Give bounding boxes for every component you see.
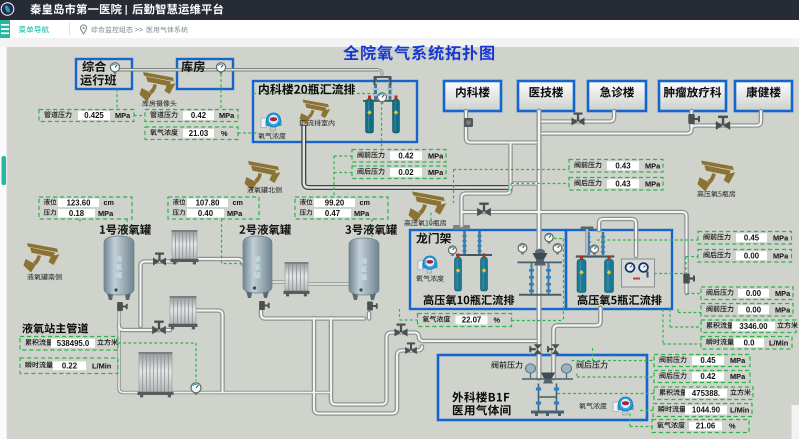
svg-text:538495.0: 538495.0 [57, 339, 90, 348]
svg-text:0.42: 0.42 [398, 151, 414, 160]
svg-text:0.22: 0.22 [62, 361, 78, 370]
svg-text:L/Min: L/Min [769, 338, 789, 347]
svg-text:MPa: MPa [428, 151, 444, 160]
svg-text:MPa: MPa [115, 111, 131, 120]
svg-text:0.45: 0.45 [744, 233, 760, 242]
svg-text:0.00: 0.00 [744, 251, 760, 260]
svg-text:0.18: 0.18 [69, 209, 85, 218]
svg-text:0.42: 0.42 [191, 111, 207, 120]
svg-text:0.00: 0.00 [746, 289, 762, 298]
svg-text:MPa: MPa [730, 372, 746, 381]
svg-text:0.425: 0.425 [84, 111, 104, 120]
svg-text:99.20: 99.20 [325, 198, 345, 207]
svg-text:0.43: 0.43 [615, 179, 631, 188]
svg-text:0.0: 0.0 [744, 338, 756, 347]
svg-text:123.60: 123.60 [67, 198, 92, 207]
svg-text:MPa: MPa [354, 209, 370, 218]
svg-text:MPa: MPa [219, 111, 235, 120]
svg-text:0.42: 0.42 [700, 372, 716, 381]
svg-text:3346.00: 3346.00 [739, 322, 768, 331]
svg-text:MPa: MPa [227, 209, 243, 218]
svg-text:21.03: 21.03 [189, 129, 209, 138]
svg-text:cm: cm [104, 198, 114, 207]
svg-text:cm: cm [233, 198, 243, 207]
svg-text:0.40: 0.40 [198, 209, 214, 218]
svg-text:MPa: MPa [645, 179, 661, 188]
svg-text:cm: cm [360, 198, 370, 207]
svg-text:MPa: MPa [428, 168, 444, 177]
svg-text:MPa: MPa [98, 209, 114, 218]
svg-text:%: % [221, 129, 228, 138]
svg-text:L/Min: L/Min [730, 406, 750, 415]
svg-text:107.80: 107.80 [196, 198, 221, 207]
svg-text:0.02: 0.02 [398, 168, 414, 177]
svg-text:0.00: 0.00 [746, 305, 762, 314]
svg-text:475388.: 475388. [692, 389, 720, 398]
svg-text:0.47: 0.47 [325, 209, 340, 218]
svg-text:%: % [494, 316, 501, 325]
svg-text:MPa: MPa [730, 356, 746, 365]
svg-text:22.07: 22.07 [462, 316, 482, 325]
svg-text:1044.90: 1044.90 [692, 406, 721, 415]
svg-text:MPa: MPa [773, 233, 789, 242]
svg-text:0.43: 0.43 [615, 161, 631, 170]
svg-text:0.45: 0.45 [700, 356, 716, 365]
svg-text:MPa: MPa [775, 305, 791, 314]
svg-text:MPa: MPa [775, 289, 791, 298]
svg-text:MPa: MPa [645, 161, 661, 170]
svg-text:%: % [729, 422, 736, 431]
svg-text:21.06: 21.06 [696, 422, 716, 431]
svg-text:MPa: MPa [773, 251, 789, 260]
svg-text:L/Min: L/Min [92, 361, 112, 370]
svg-text:>>: >> [135, 25, 144, 34]
